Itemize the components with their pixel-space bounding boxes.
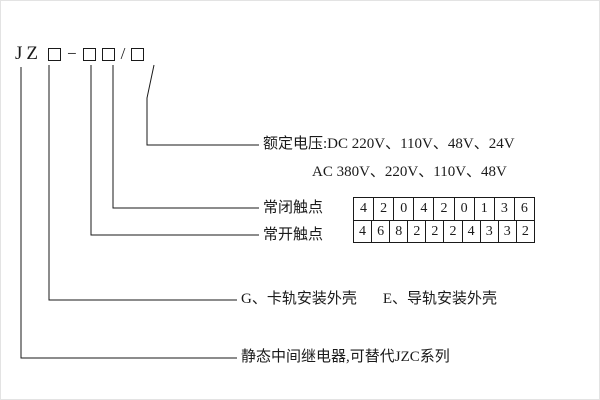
nc-cell: 4 (360, 201, 368, 216)
no-contacts-label: 常开触点 (263, 227, 324, 243)
nc-contacts-row: 4 2 0 4 2 0 1 3 6 (354, 198, 534, 220)
leader-line-housing (48, 65, 237, 301)
rated-voltage-ac-label: AC 380V、220V、110V、48V (312, 164, 507, 180)
nc-cell: 0 (393, 198, 413, 220)
no-cell: 2 (515, 221, 534, 242)
model-dash: − (67, 44, 77, 63)
no-cell: 2 (425, 221, 443, 242)
housing-option-g: G、卡轨安装外壳 (241, 291, 357, 307)
nc-cell: 6 (513, 198, 534, 220)
no-contacts-row: 4 6 8 2 2 2 4 3 3 2 (354, 220, 534, 242)
nc-cell: 2 (433, 198, 453, 220)
leader-line-nc-contacts (112, 65, 259, 209)
nc-cell: 1 (473, 198, 494, 220)
nc-contacts-label: 常闭触点 (263, 200, 324, 216)
rated-voltage-dc-label: 额定电压:DC 220V、110V、48V、24V (263, 136, 515, 152)
no-cell: 6 (371, 221, 389, 242)
nc-cell: 2 (373, 198, 393, 220)
nc-cell: 0 (453, 198, 474, 220)
model-slash: / (120, 44, 126, 63)
leader-line-no-contacts (90, 65, 259, 236)
no-contacts-code-box (82, 47, 96, 61)
voltage-code-box (131, 47, 145, 61)
housing-code-box (48, 47, 61, 61)
no-cell: 3 (497, 221, 516, 242)
contact-combination-table: 4 2 0 4 2 0 1 3 6 4 6 8 2 2 2 4 3 3 2 (353, 197, 535, 243)
leader-line-voltage (146, 64, 259, 146)
no-cell: 8 (389, 221, 407, 242)
housing-option-e: E、导轨安装外壳 (382, 291, 498, 307)
no-cell: 3 (479, 221, 498, 242)
housing-options-label: G、卡轨安装外壳 E、导轨安装外壳 (241, 292, 497, 307)
no-cell: 2 (443, 221, 461, 242)
series-description-label: 静态中间继电器,可替代JZC系列 (241, 349, 450, 365)
no-cell: 4 (359, 223, 367, 239)
model-code: JZ − / (15, 43, 145, 65)
no-cell: 4 (461, 221, 480, 242)
nc-cell: 4 (413, 198, 433, 220)
no-cell: 2 (407, 221, 425, 242)
nc-contacts-code-box (101, 47, 115, 61)
model-prefix: JZ (15, 43, 42, 64)
leader-line-series (20, 67, 237, 359)
nc-cell: 3 (493, 198, 514, 220)
